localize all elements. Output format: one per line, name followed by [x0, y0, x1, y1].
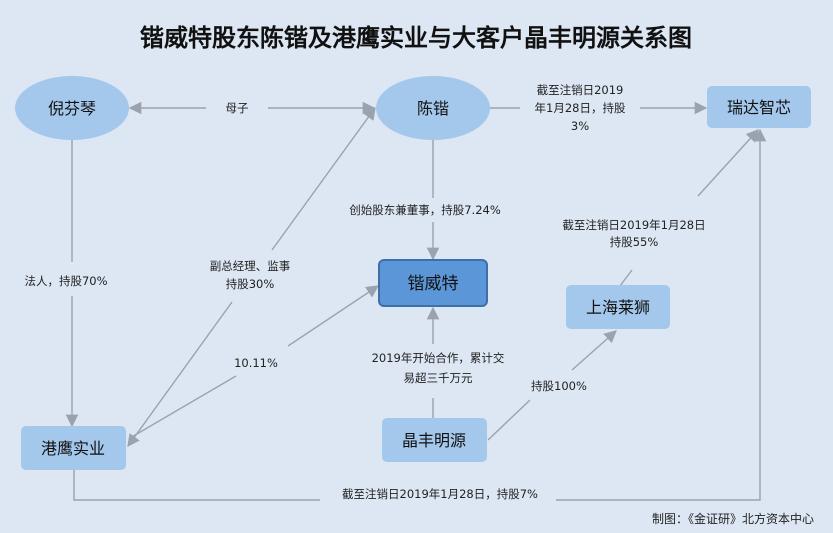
node-shanghai[interactable]	[566, 285, 670, 329]
node-jingfeng[interactable]	[382, 418, 487, 462]
edge-gangying-chenkai-b	[127, 301, 233, 448]
node-jingfeng-label: 晶丰明源	[402, 431, 466, 450]
label-bottom: 截至注销日2019年1月28日，持股7%	[342, 487, 538, 501]
node-kaiweite-label: 锴威特	[408, 274, 459, 294]
edge-gangying-ruida-left	[73, 470, 320, 501]
label-shanghai-line1: 截至注销日2019年1月28日	[562, 218, 705, 232]
node-chenkai[interactable]	[376, 76, 490, 140]
edge-gangying-kaiweite-a	[129, 375, 237, 439]
label-shanghai-line2: 持股55%	[610, 235, 659, 249]
label-muzi: 母子	[226, 101, 249, 115]
diagram-title: 锴威特股东陈锴及港鹰实业与大客户晶丰明源关系图	[140, 24, 692, 52]
node-chenkai-label: 陈锴	[417, 99, 449, 118]
edge-jingfeng-shanghai-b	[571, 330, 617, 371]
label-coop-line2: 易超三千万元	[404, 371, 473, 385]
label-ruida-line2: 年1月28日，持股	[535, 101, 626, 115]
label-10-11: 10.11%	[234, 356, 278, 370]
node-ruida-label: 瑞达智芯	[727, 98, 791, 117]
edge-shanghai-ruida-b	[697, 129, 759, 197]
node-nifenqin[interactable]	[15, 76, 129, 140]
edge-gangying-ruida-right	[556, 128, 767, 501]
label-vp-line2: 持股30%	[226, 277, 275, 291]
node-shanghai-label: 上海莱狮	[586, 298, 650, 317]
node-gangying-label: 港鹰实业	[41, 439, 105, 458]
label-legal: 法人，持股70%	[24, 274, 107, 288]
edge-jingfeng-shanghai-a	[487, 399, 531, 441]
label-hold100: 持股100%	[531, 379, 587, 393]
footer-credit: 制图：《金证研》北方资本中心	[652, 511, 814, 526]
edge-shanghai-ruida-a	[619, 269, 633, 287]
node-ruida[interactable]	[707, 86, 811, 128]
label-coop-line1: 2019年开始合作，累计交	[372, 351, 505, 365]
label-founder: 创始股东兼董事，持股7.24%	[349, 203, 501, 217]
node-nifenqin-label: 倪芬琴	[48, 99, 96, 118]
label-vp-line1: 副总经理、监事	[210, 259, 291, 273]
label-ruida-line1: 截至注销日2019	[537, 83, 624, 97]
edge-gangying-chenkai-a	[271, 106, 376, 251]
label-ruida-line3: 3%	[571, 119, 589, 133]
node-kaiweite[interactable]	[378, 259, 488, 307]
node-gangying[interactable]	[21, 426, 126, 470]
edge-gangying-kaiweite-b	[287, 285, 380, 347]
